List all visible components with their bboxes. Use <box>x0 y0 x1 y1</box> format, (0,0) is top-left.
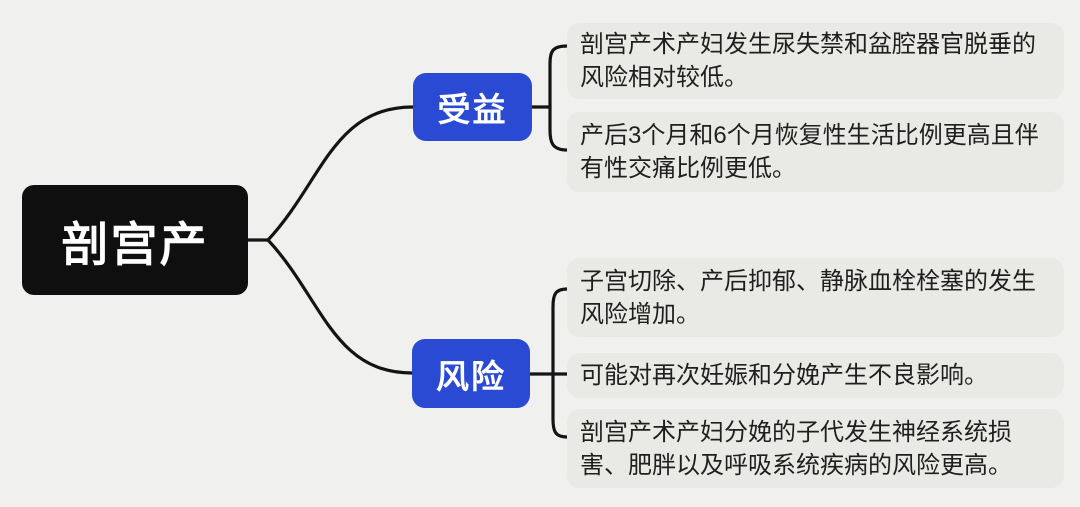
leaf-card-risk-3-text: 剖宫产术产妇分娩的子代发生神经系统损害、肥胖以及呼吸系统疾病的风险更高。 <box>580 418 1012 479</box>
leaf-card-benefit-2[interactable]: 产后3个月和6个月恢复性生活比例更高且伴有性交痛比例更低。 <box>567 112 1064 192</box>
branch-node-benefits[interactable]: 受益 <box>413 73 532 141</box>
leaf-card-risk-2[interactable]: 可能对再次妊娠和分娩产生不良影响。 <box>567 353 1064 398</box>
edge-root-to-risk <box>266 238 414 375</box>
branch-benefits-label: 受益 <box>437 91 508 128</box>
edge-root-to-benefit <box>246 105 415 242</box>
leaf-card-risk-1-text: 子宫切除、产后抑郁、静脉血栓栓塞的发生风险增加。 <box>580 267 1036 328</box>
edge-benefit-bracket <box>548 44 569 152</box>
leaf-card-risk-2-text: 可能对再次妊娠和分娩产生不良影响。 <box>580 362 988 389</box>
edge-risk-bracket <box>551 287 569 439</box>
root-node-label: 剖宫产 <box>61 217 209 271</box>
branch-risks-label: 风险 <box>436 357 506 395</box>
leaf-card-risk-1[interactable]: 子宫切除、产后抑郁、静脉血栓栓塞的发生风险增加。 <box>567 258 1064 337</box>
leaf-card-benefit-2-text: 产后3个月和6个月恢复性生活比例更高且伴有性交痛比例更低。 <box>580 122 1039 182</box>
leaf-card-benefit-1-text: 剖宫产术产妇发生尿失禁和盆腔器官脱垂的风险相对较低。 <box>580 31 1036 91</box>
leaf-card-benefit-1[interactable]: 剖宫产术产妇发生尿失禁和盆腔器官脱垂的风险相对较低。 <box>567 23 1064 99</box>
leaf-card-risk-3[interactable]: 剖宫产术产妇分娩的子代发生神经系统损害、肥胖以及呼吸系统疾病的风险更高。 <box>567 409 1064 488</box>
branch-node-risks[interactable]: 风险 <box>412 339 530 408</box>
root-node-cesarean[interactable]: 剖宫产 <box>22 185 248 295</box>
